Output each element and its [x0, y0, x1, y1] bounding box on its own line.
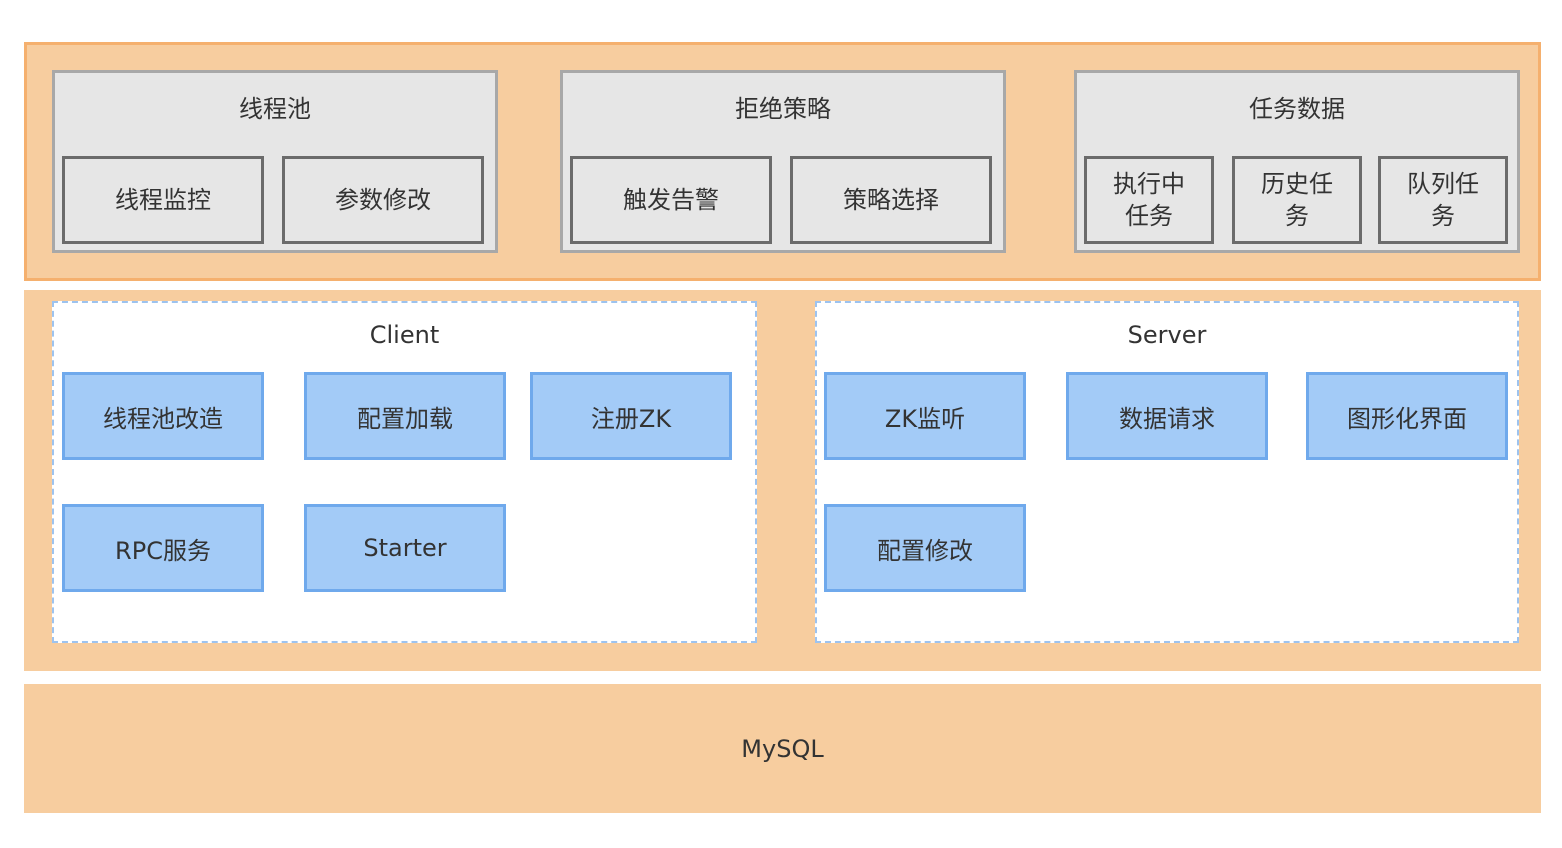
box-history-tasks: 历史任务 — [1232, 156, 1362, 244]
box-trigger-alarm: 触发告警 — [570, 156, 772, 244]
box-gui: 图形化界面 — [1306, 372, 1508, 460]
box-zk-listen: ZK监听 — [824, 372, 1026, 460]
box-label: 历史任务 — [1261, 170, 1333, 230]
box-running-tasks: 执行中任务 — [1084, 156, 1214, 244]
box-policy-select: 策略选择 — [790, 156, 992, 244]
box-rpc-service: RPC服务 — [62, 504, 264, 592]
box-config-modify: 配置修改 — [824, 504, 1026, 592]
panel-title: Client — [369, 321, 440, 349]
box-starter: Starter — [304, 504, 506, 592]
panel-title: Server — [1127, 321, 1207, 349]
mysql-layer: MySQL — [24, 684, 1541, 813]
group-title: 拒绝策略 — [735, 95, 831, 123]
box-config-load: 配置加载 — [304, 372, 506, 460]
box-thread-monitor: 线程监控 — [62, 156, 264, 244]
box-param-modify: 参数修改 — [282, 156, 484, 244]
group-title: 线程池 — [239, 95, 311, 123]
box-queue-tasks: 队列任务 — [1378, 156, 1508, 244]
box-thread-pool-refactor: 线程池改造 — [62, 372, 264, 460]
box-label: 队列任务 — [1407, 170, 1479, 230]
box-label: 执行中任务 — [1113, 170, 1185, 230]
mysql-label: MySQL — [741, 734, 824, 763]
box-data-request: 数据请求 — [1066, 372, 1268, 460]
box-register-zk: 注册ZK — [530, 372, 732, 460]
group-title: 任务数据 — [1249, 95, 1345, 123]
